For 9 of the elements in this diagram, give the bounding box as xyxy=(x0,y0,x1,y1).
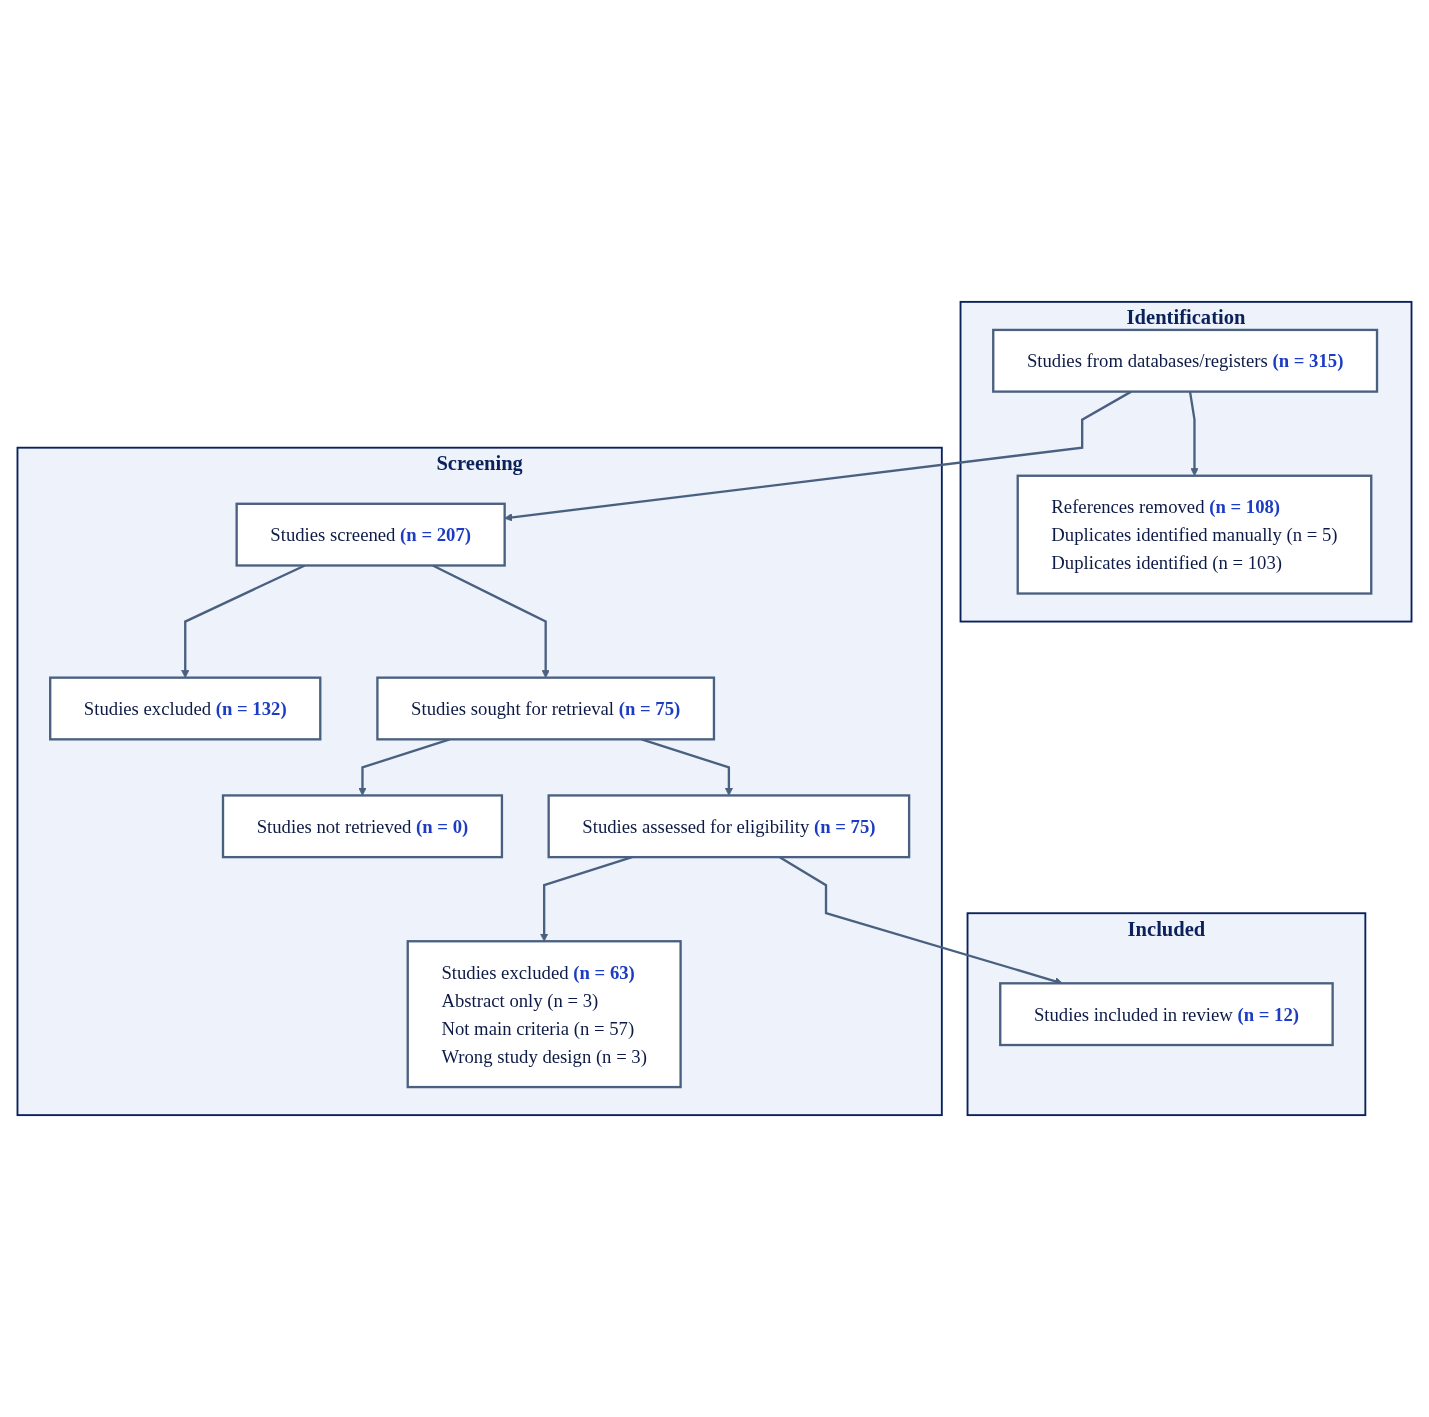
node-box: Studies from databases/registers (n = 315) xyxy=(992,328,1379,393)
node-box: Studies excluded (n = 132) xyxy=(49,676,322,741)
node-box: Studies not retrieved (n = 0) xyxy=(221,794,504,859)
node-box: Studies included in review (n = 12) xyxy=(999,982,1334,1047)
node-box: References removed (n = 108) Duplicates identified manually (n = 5) Duplicates identified (n = 103) xyxy=(1016,474,1373,595)
node-box: Studies screened (n = 207) xyxy=(235,502,506,567)
node-box: Studies sought for retrieval (n = 75) xyxy=(376,676,716,741)
node-box: Studies assessed for eligibility (n = 75) xyxy=(547,794,911,859)
node-box: Studies excluded (n = 63) Abstract only (n = 3) Not main criteria (n = 57) Wrong study design (n = 3) xyxy=(406,940,682,1089)
